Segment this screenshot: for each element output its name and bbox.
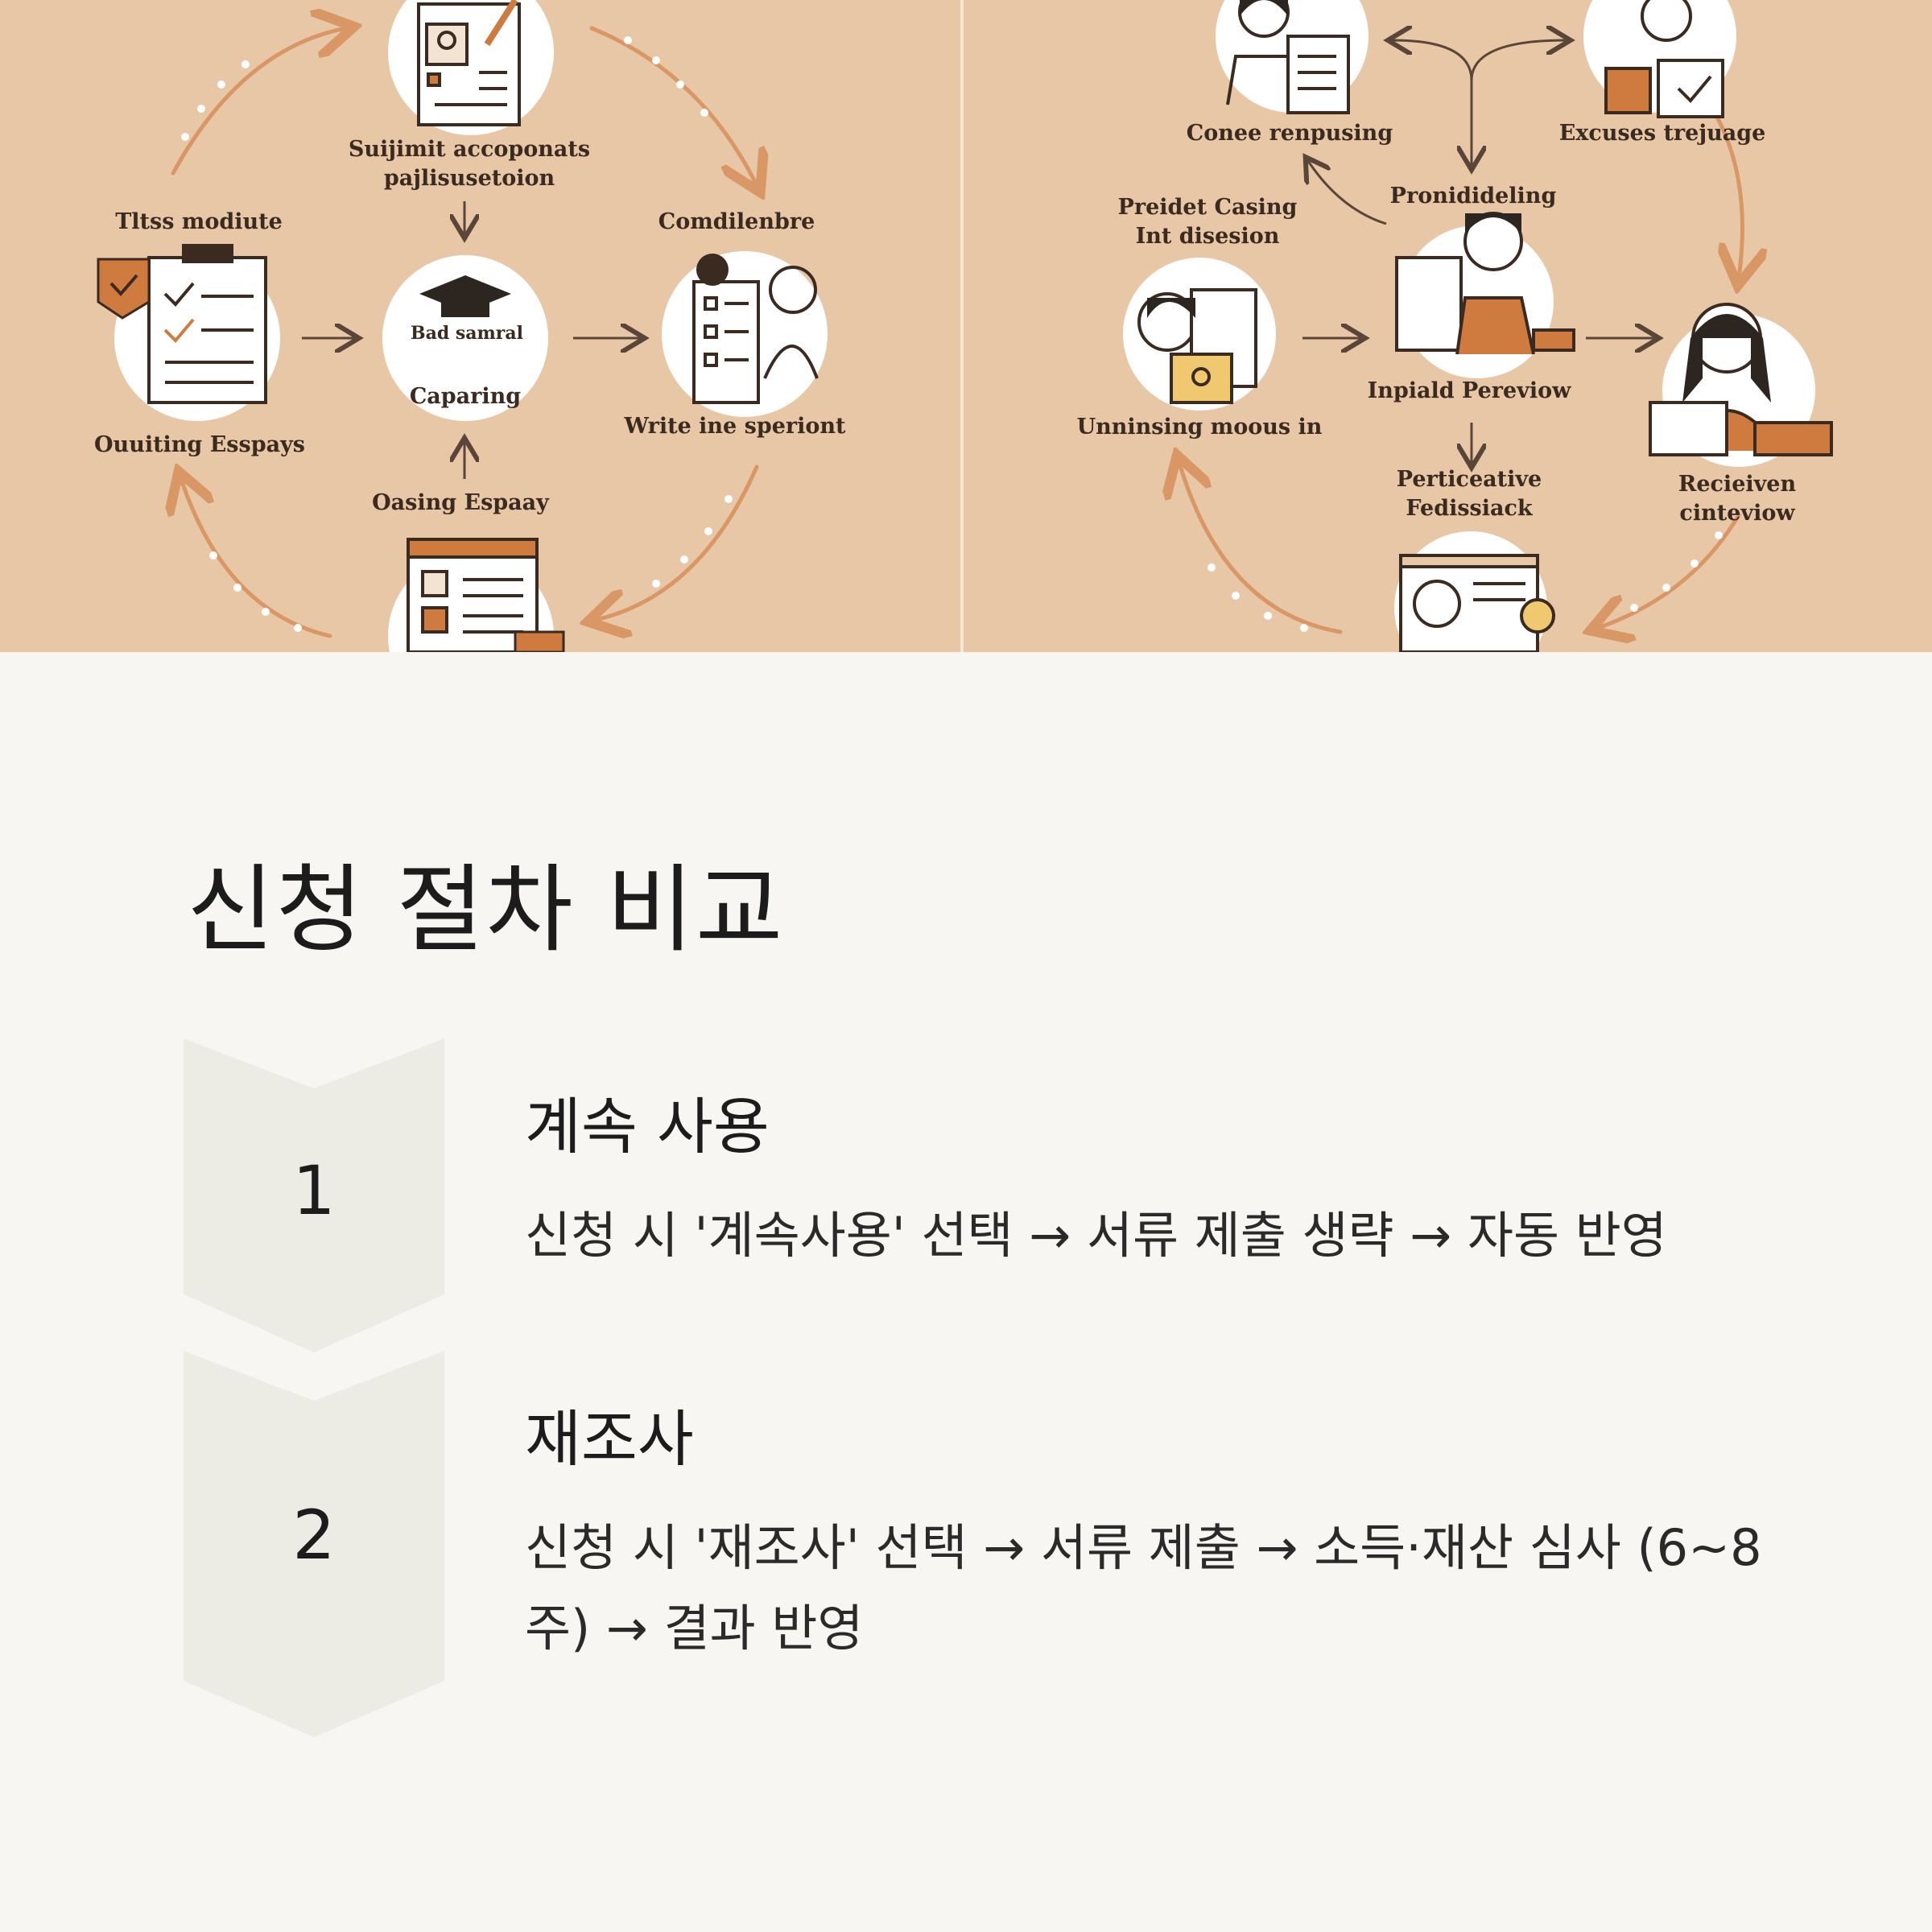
label-recieiven-cinteviow: Recieiven cinteviow bbox=[1678, 472, 1797, 526]
label-unninsing: Unninsing moous in bbox=[1076, 415, 1323, 440]
step-item-reinvestigation: 2 재조사 신청 시 '재조사' 선택 → 서류 제출 → 소득·재산 심사 (… bbox=[184, 1351, 1762, 1737]
step-number: 2 bbox=[292, 1496, 336, 1575]
label-preidet-casing: Preidet Casing Int disesion bbox=[1117, 195, 1298, 249]
label-oasing-essay: Oasing Espaay bbox=[372, 490, 549, 515]
label-inpiald-pereviow: Inpiald Pereviow bbox=[1367, 378, 1571, 403]
label-submit-documents: Suijimit accoponats pajlisusetoion bbox=[348, 137, 591, 191]
illustration-artwork bbox=[97, 0, 1833, 652]
label-excuses-trejuage: Excuses trejuage bbox=[1558, 121, 1766, 146]
label-conee-renpusing: Conee renpusing bbox=[1186, 121, 1393, 146]
label-caparing: Caparing bbox=[409, 384, 522, 409]
label-outing-essays: Ouuiting Esspays bbox=[94, 432, 305, 457]
page-title: 신청 절차 비교 bbox=[187, 854, 785, 965]
label-bad-samral: Bad samral bbox=[410, 323, 524, 344]
step-chevron bbox=[184, 1038, 444, 1352]
step-title: 계속 사용 bbox=[525, 1091, 770, 1162]
process-illustration: Suijimit accoponats pajlisusetoion Comdi… bbox=[0, 0, 1932, 652]
step-description: 신청 시 '재조사' 선택 → 서류 제출 → 소득·재산 심사 (6~8주) … bbox=[525, 1518, 1762, 1657]
label-write-opinion: Write ine speriont bbox=[624, 414, 846, 439]
graduation-circle bbox=[382, 255, 548, 421]
panel-divider bbox=[960, 0, 964, 652]
step-item-continue-use: 1 계속 사용 신청 시 '계속사용' 선택 → 서류 제출 생략 → 자동 반… bbox=[184, 1038, 1753, 1352]
label-complete: Comdilenbre bbox=[658, 209, 815, 234]
step-description: 신청 시 '계속사용' 선택 → 서류 제출 생략 → 자동 반영 bbox=[525, 1206, 1667, 1265]
step-chevron bbox=[184, 1351, 444, 1737]
label-perticeative-fedissiack: Perticeative Fedissiack bbox=[1396, 467, 1542, 521]
step-number: 1 bbox=[292, 1151, 336, 1230]
label-pronidideling: Pronidideling bbox=[1389, 184, 1557, 208]
label-first-module: Tltss modiute bbox=[115, 209, 283, 234]
step-title: 재조사 bbox=[525, 1403, 694, 1475]
